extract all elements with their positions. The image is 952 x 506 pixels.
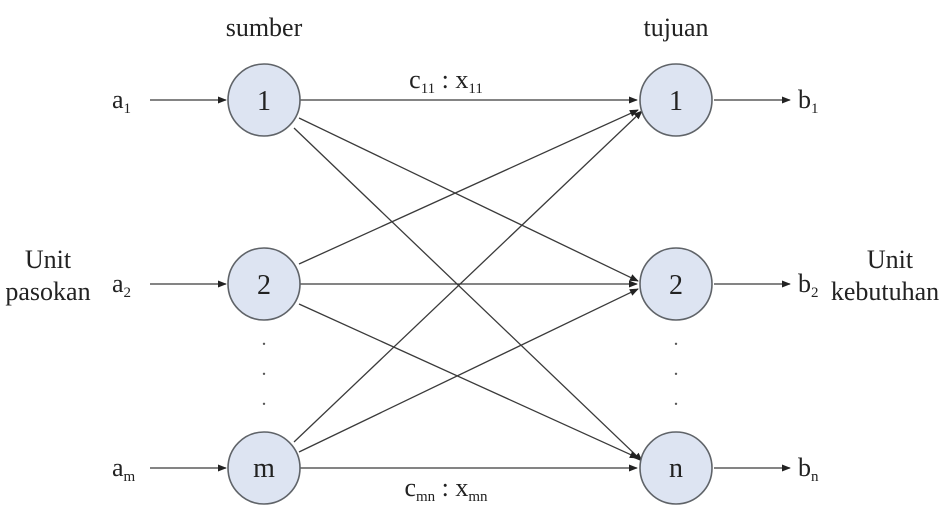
source-ellipsis: . . . [262, 328, 267, 410]
source-node-m [227, 431, 301, 505]
demand-side-label-line1: Unit [867, 245, 914, 274]
demand-side-label-line2: kebutuhan [831, 277, 939, 306]
edge-1-2 [298, 117, 639, 282]
source-node-2-label: 2 [257, 270, 271, 301]
destination-column-header: tujuan [644, 13, 709, 42]
edge-m-2 [298, 288, 639, 453]
edge-2-1 [298, 109, 639, 265]
supply-label-1: a1 [112, 85, 131, 117]
destination-node-n [639, 431, 713, 505]
destination-ellipsis-dot: . [674, 358, 679, 380]
supply-side-label-line1: Unit [25, 245, 72, 274]
edge-1-n [293, 127, 643, 462]
destination-node-n-label: n [669, 453, 683, 484]
demand-label-n: bn [798, 453, 819, 485]
source-ellipsis-dot: . [262, 328, 267, 350]
destination-ellipsis-dot: . [674, 388, 679, 410]
source-node-m-label: m [253, 453, 275, 484]
edge-label-top: c11 : x11 [409, 65, 483, 97]
destination-ellipsis: . . . [674, 328, 679, 410]
source-node-2 [227, 247, 301, 321]
destination-node-1-label: 1 [669, 86, 683, 117]
destination-node-2 [639, 247, 713, 321]
source-node-1-label: 1 [257, 86, 271, 117]
source-ellipsis-dot: . [262, 358, 267, 380]
source-node-1 [227, 63, 301, 137]
demand-label-2: b2 [798, 269, 819, 301]
edge-label-bottom: cmn : xmn [404, 473, 488, 505]
supply-side-label-line2: pasokan [5, 277, 90, 306]
destination-ellipsis-dot: . [674, 328, 679, 350]
source-ellipsis-dot: . [262, 388, 267, 410]
edge-m-1 [293, 110, 643, 443]
edge-2-n [298, 303, 639, 459]
source-column-header: sumber [226, 13, 303, 42]
destination-node-2-label: 2 [669, 270, 683, 301]
supply-label-m: am [112, 453, 136, 485]
destination-node-1 [639, 63, 713, 137]
demand-label-1: b1 [798, 85, 819, 117]
supply-label-2: a2 [112, 269, 131, 301]
edge-group [293, 96, 643, 472]
